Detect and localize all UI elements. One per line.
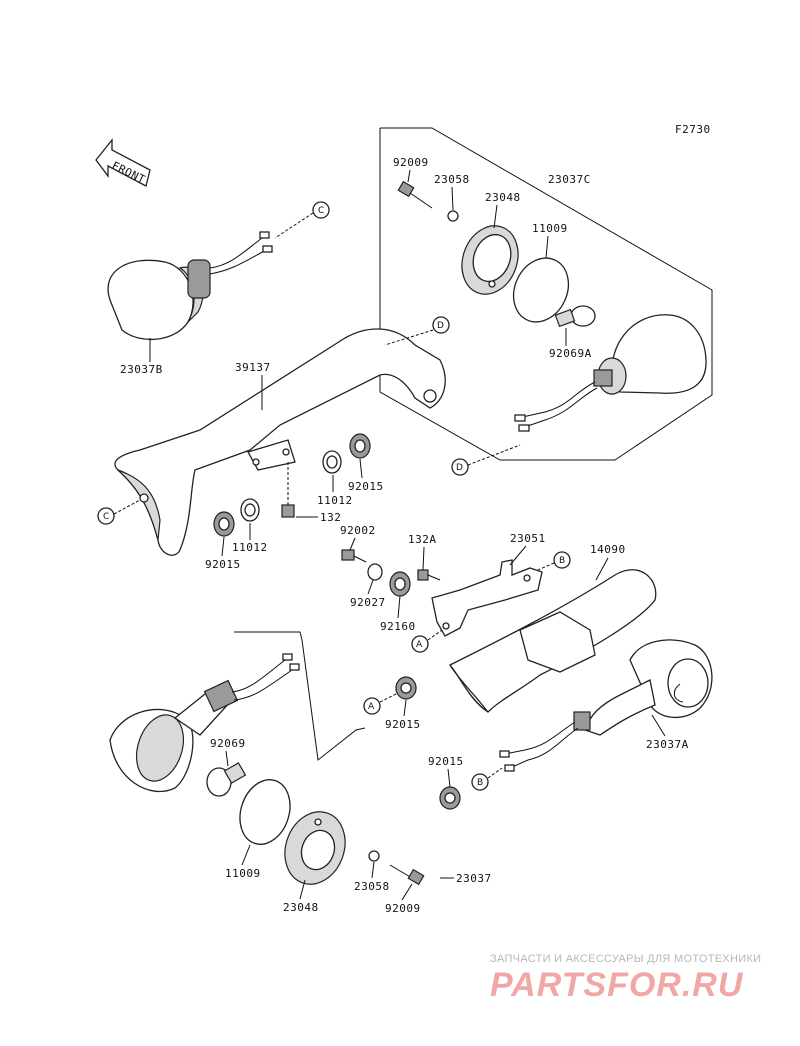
- label-92015-d: 92015: [428, 755, 464, 768]
- label-23051: 23051: [510, 532, 546, 545]
- collar-92027: [367, 563, 383, 581]
- assembly-box-23037C: [379, 127, 713, 461]
- ref-D-right: D: [451, 444, 521, 476]
- label-23058-bot: 23058: [354, 880, 390, 893]
- label-92160: 92160: [380, 620, 416, 633]
- ref-D-top: D: [384, 316, 450, 346]
- label-92027: 92027: [350, 596, 386, 609]
- nut-92015-bottom: [439, 786, 461, 810]
- washer-23058-top: [447, 210, 459, 222]
- watermark-logo: PARTSFOR.RU: [490, 966, 744, 1004]
- screw-92009-top: [397, 180, 433, 209]
- label-92069: 92069: [210, 737, 246, 750]
- label-14090: 14090: [590, 543, 626, 556]
- ref-B-bottom: B: [471, 767, 503, 791]
- fender-14090: [448, 569, 657, 713]
- label-11009-top: 11009: [532, 222, 568, 235]
- bulb-92069A: [554, 305, 596, 328]
- label-92015-a: 92015: [348, 480, 384, 493]
- nut-92015-right: [349, 433, 371, 459]
- bolt-92002: [341, 549, 367, 563]
- turn-signal-housing-bottom-left: [109, 653, 300, 793]
- label-92002: 92002: [340, 524, 376, 537]
- label-92069A: 92069A: [549, 347, 592, 360]
- svg-text:B: B: [477, 778, 483, 788]
- turn-signal-23037B: [107, 231, 273, 341]
- nut-92015-mid: [395, 676, 417, 700]
- bulb-92069: [206, 762, 247, 797]
- lens-23048-bottom: [284, 811, 346, 885]
- svg-text:C: C: [103, 512, 109, 522]
- oring-11009-bottom: [239, 779, 291, 845]
- label-23058-top: 23058: [434, 173, 470, 186]
- bracket-39137: [114, 328, 446, 556]
- damper-92160: [389, 571, 411, 597]
- label-23037A: 23037A: [646, 738, 689, 751]
- label-23048-bot: 23048: [283, 901, 319, 914]
- watermark-subtitle: ЗАПЧАСТИ И АКСЕССУАРЫ ДЛЯ МОТОТЕХНИКИ: [490, 953, 761, 965]
- label-23037B: 23037B: [120, 363, 163, 376]
- assembly-box-23037: [234, 631, 366, 761]
- label-23048-top: 23048: [485, 191, 521, 204]
- svg-text:A: A: [368, 702, 375, 712]
- label-92015-c: 92015: [385, 718, 421, 731]
- ref-C-top: C: [274, 201, 330, 239]
- label-39137: 39137: [235, 361, 271, 374]
- bolt-132: [281, 462, 295, 518]
- label-132A: 132A: [408, 533, 437, 546]
- ref-C-left: C: [97, 499, 141, 525]
- svg-text:A: A: [416, 640, 423, 650]
- front-arrow: FRONT: [95, 138, 151, 187]
- ref-A-mid: A: [411, 629, 443, 653]
- label-11012-a: 11012: [317, 494, 353, 507]
- bracket-23051: [431, 559, 543, 637]
- turn-signal-housing-top-right: [514, 314, 707, 432]
- label-92009-top: 92009: [393, 156, 429, 169]
- washer-23058-bottom: [368, 850, 380, 862]
- svg-text:C: C: [318, 206, 324, 216]
- label-11012-b: 11012: [232, 541, 268, 554]
- nut-92015-left: [213, 511, 235, 537]
- svg-text:D: D: [456, 463, 463, 473]
- figure-code: F2730: [675, 123, 711, 136]
- ref-A-left: A: [363, 693, 397, 715]
- svg-text:D: D: [437, 321, 444, 331]
- label-92015-b: 92015: [205, 558, 241, 571]
- oring-11009-top: [512, 257, 570, 323]
- collar-11012-right: [322, 450, 342, 474]
- lens-23048-top: [461, 225, 519, 295]
- label-23037C: 23037C: [548, 173, 591, 186]
- bolt-132A: [417, 569, 441, 581]
- label-23037: 23037: [456, 872, 492, 885]
- collar-11012-left: [240, 498, 260, 522]
- label-92009-bot: 92009: [385, 902, 421, 915]
- turn-signal-23037A: [499, 639, 713, 772]
- label-11009-bot: 11009: [225, 867, 261, 880]
- svg-text:B: B: [559, 556, 565, 566]
- label-132: 132: [320, 511, 341, 524]
- screw-92009-bottom: [389, 864, 425, 886]
- ref-B-mid: B: [537, 551, 571, 571]
